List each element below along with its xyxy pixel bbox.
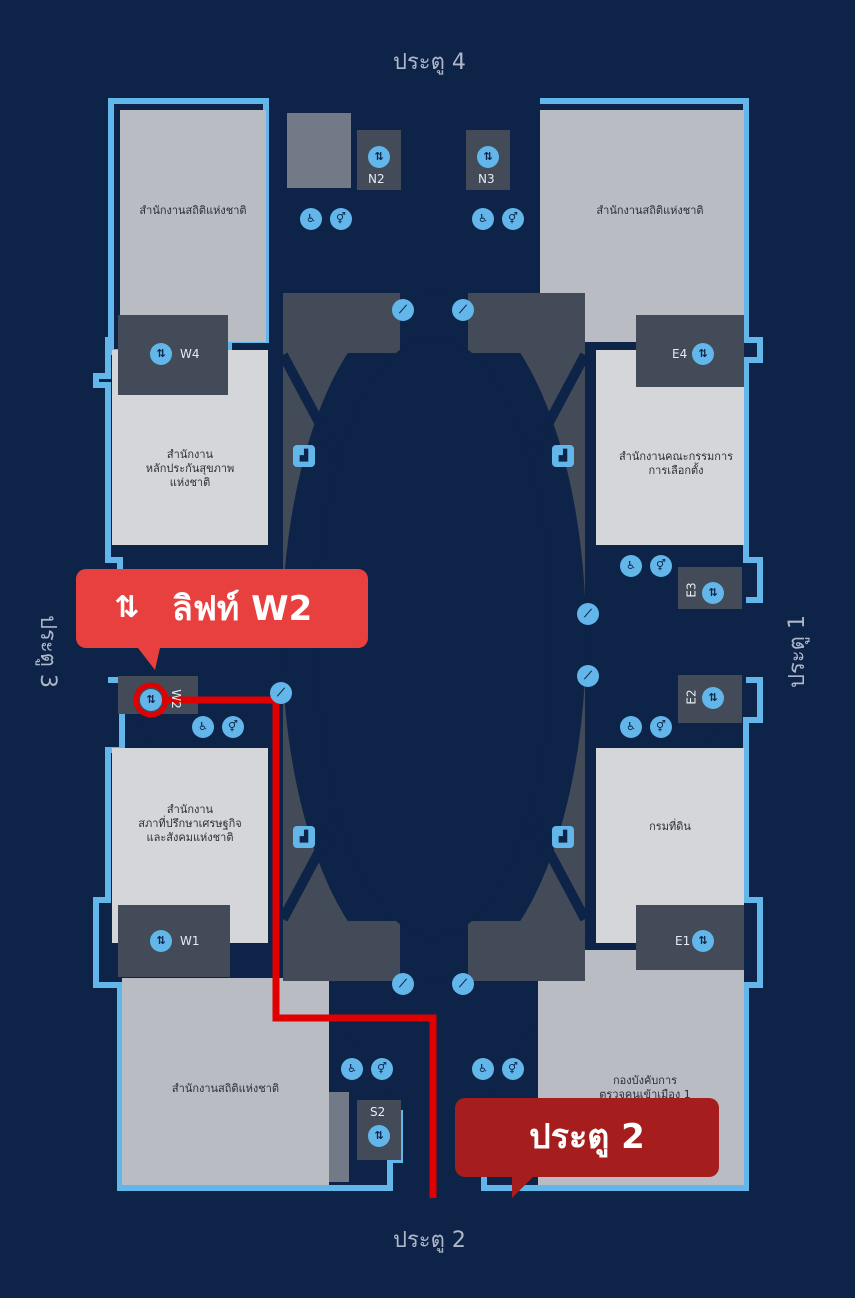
elevator-n2-code: N2 xyxy=(368,172,385,186)
gate-callout: ประตู 2 xyxy=(455,1098,719,1177)
escalator-icon: ⟋ xyxy=(577,665,599,687)
room-sw-label: สำนักงานสถิติแห่งชาติ xyxy=(171,1082,280,1095)
elevator-e2-code: E2 xyxy=(684,689,699,705)
escalator-icon: ⟋ xyxy=(577,603,599,625)
lift-callout-pointer xyxy=(138,648,160,670)
elevator-icon[interactable]: ⇅ xyxy=(702,687,724,709)
stairs-icon: ▟ xyxy=(293,826,315,848)
gate-north-label: ประตู 4 xyxy=(393,50,466,75)
gate-east-label: ประตู 1 xyxy=(784,615,810,688)
elevator-w2-code: W2 xyxy=(168,689,183,709)
lift-callout-text: ลิฟท์ W2 xyxy=(172,589,313,629)
room-e-lower-label: กรมที่ดิน xyxy=(649,820,691,833)
stairs-icon: ▟ xyxy=(293,445,315,467)
wheelchair-icon: ♿ xyxy=(620,555,642,577)
restroom-icon: ⚥ xyxy=(502,1058,524,1080)
restroom-icon: ⚥ xyxy=(222,716,244,738)
w2-highlight-ring xyxy=(133,682,169,718)
elevator-icon[interactable]: ⇅ xyxy=(368,146,390,168)
wheelchair-icon: ♿ xyxy=(300,208,322,230)
restroom-icon: ⚥ xyxy=(502,208,524,230)
elevator-icon[interactable]: ⇅ xyxy=(692,930,714,952)
gate-callout-pointer xyxy=(512,1170,540,1198)
wheelchair-icon: ♿ xyxy=(620,716,642,738)
room-e-upper-label: สำนักงานคณะกรรมการ การเลือกตั้ง xyxy=(618,450,734,477)
gate-callout-text: ประตู 2 xyxy=(529,1117,645,1157)
restroom-icon: ⚥ xyxy=(650,716,672,738)
elevator-icon: ⇅ xyxy=(114,590,140,625)
escalator-icon: ⟋ xyxy=(452,299,474,321)
elevator-n3-code: N3 xyxy=(478,172,495,186)
elevator-icon[interactable]: ⇅ xyxy=(150,930,172,952)
room-w-lower-label: สำนักงาน สภาที่ปรึกษาเศรษฐกิจ และสังคมแห… xyxy=(138,803,242,844)
elevator-e3-code: E3 xyxy=(684,582,699,598)
gate-south-label: ประตู 2 xyxy=(393,1228,466,1253)
elevator-e4-code: E4 xyxy=(672,347,688,361)
restroom-icon: ⚥ xyxy=(650,555,672,577)
lift-callout: ⇅ ลิฟท์ W2 xyxy=(76,569,368,648)
room-w-upper-label: สำนักงาน หลักประกันสุขภาพ แห่งชาติ xyxy=(145,448,235,489)
route-path xyxy=(153,696,437,1198)
wheelchair-icon: ♿ xyxy=(472,1058,494,1080)
elevator-icon[interactable]: ⇅ xyxy=(368,1125,390,1147)
wheelchair-icon: ♿ xyxy=(472,208,494,230)
wheelchair-icon: ♿ xyxy=(341,1058,363,1080)
elevator-s2-code: S2 xyxy=(370,1105,386,1119)
elevator-e1-code: E1 xyxy=(675,934,691,948)
room-se-label: กองบังคับการ ตรวจคนเข้าเมือง 1 xyxy=(599,1074,691,1101)
stairs-icon: ▟ xyxy=(552,445,574,467)
elevator-icon[interactable]: ⇅ xyxy=(477,146,499,168)
stairs-icon: ▟ xyxy=(552,826,574,848)
room-ne-label: สำนักงานสถิติแห่งชาติ xyxy=(596,204,704,217)
elevator-icon[interactable]: ⇅ xyxy=(140,689,162,711)
elevator-w1-code: W1 xyxy=(180,934,200,948)
elevator-icon[interactable]: ⇅ xyxy=(692,343,714,365)
elevator-icon[interactable]: ⇅ xyxy=(150,343,172,365)
restroom-icon: ⚥ xyxy=(371,1058,393,1080)
restroom-icon: ⚥ xyxy=(330,208,352,230)
escalator-icon: ⟋ xyxy=(392,299,414,321)
elevator-w4-code: W4 xyxy=(180,347,200,361)
wheelchair-icon: ♿ xyxy=(192,716,214,738)
escalator-icon: ⟋ xyxy=(392,973,414,995)
escalator-icon: ⟋ xyxy=(270,682,292,704)
room-nw-label: สำนักงานสถิติแห่งชาติ xyxy=(139,204,247,217)
gate-west-label: ประตู 3 xyxy=(34,615,60,688)
service-blocks xyxy=(118,130,744,1182)
elevator-icon[interactable]: ⇅ xyxy=(702,582,724,604)
escalator-icon: ⟋ xyxy=(452,973,474,995)
